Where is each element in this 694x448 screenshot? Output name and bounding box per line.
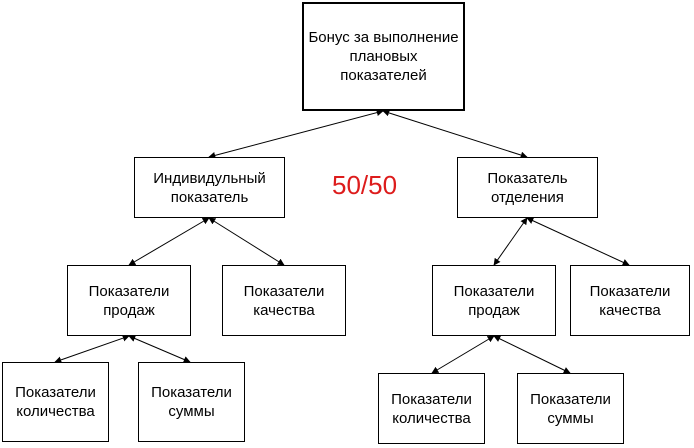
right-quantity-label: Показатели количества [391,390,472,427]
connector-department-sales [493,217,528,266]
connector-root-individual [208,109,384,159]
ratio-label: 50/50 [332,170,398,200]
connector-right-sales-sum [493,335,571,374]
connector-right-sales-quantity [431,335,495,374]
connector-department-quality [526,217,630,266]
connector-individual-sales [128,217,210,266]
left-quantity-label: Показатели количества [15,384,96,420]
left-quantity-node: Показатели количества [2,362,109,442]
individual-indicator-node: Индивидульный показатель [134,157,285,218]
connector-left-sales-sum [128,335,191,363]
connector-root-department [382,109,528,159]
left-quality-node: Показатели качества [222,265,346,336]
department-indicator-label: Показатель отделения [487,169,568,206]
right-quality-label: Показатели качества [589,282,671,319]
left-sales-label: Показатели продаж [88,282,170,319]
right-sales-label: Показатели продаж [453,282,535,319]
connector-left-sales-quantity [54,334,130,364]
left-sum-label: Показатели суммы [151,384,232,420]
right-sum-label: Показатели суммы [530,390,611,427]
root-node: Бонус за выполнение плановых показателей [302,2,465,111]
left-sales-node: Показатели продаж [67,265,191,336]
individual-indicator-label: Индивидульный показатель [153,169,266,206]
department-indicator-node: Показатель отделения [457,157,598,218]
root-node-label: Бонус за выполнение плановых показателей [308,29,459,84]
right-quality-node: Показатели качества [570,265,690,336]
right-quantity-node: Показатели количества [378,373,485,444]
right-sales-node: Показатели продаж [432,265,556,336]
left-quality-label: Показатели качества [243,282,325,319]
left-sum-node: Показатели суммы [138,362,245,442]
right-sum-node: Показатели суммы [517,373,624,444]
connector-individual-quality [208,217,285,266]
